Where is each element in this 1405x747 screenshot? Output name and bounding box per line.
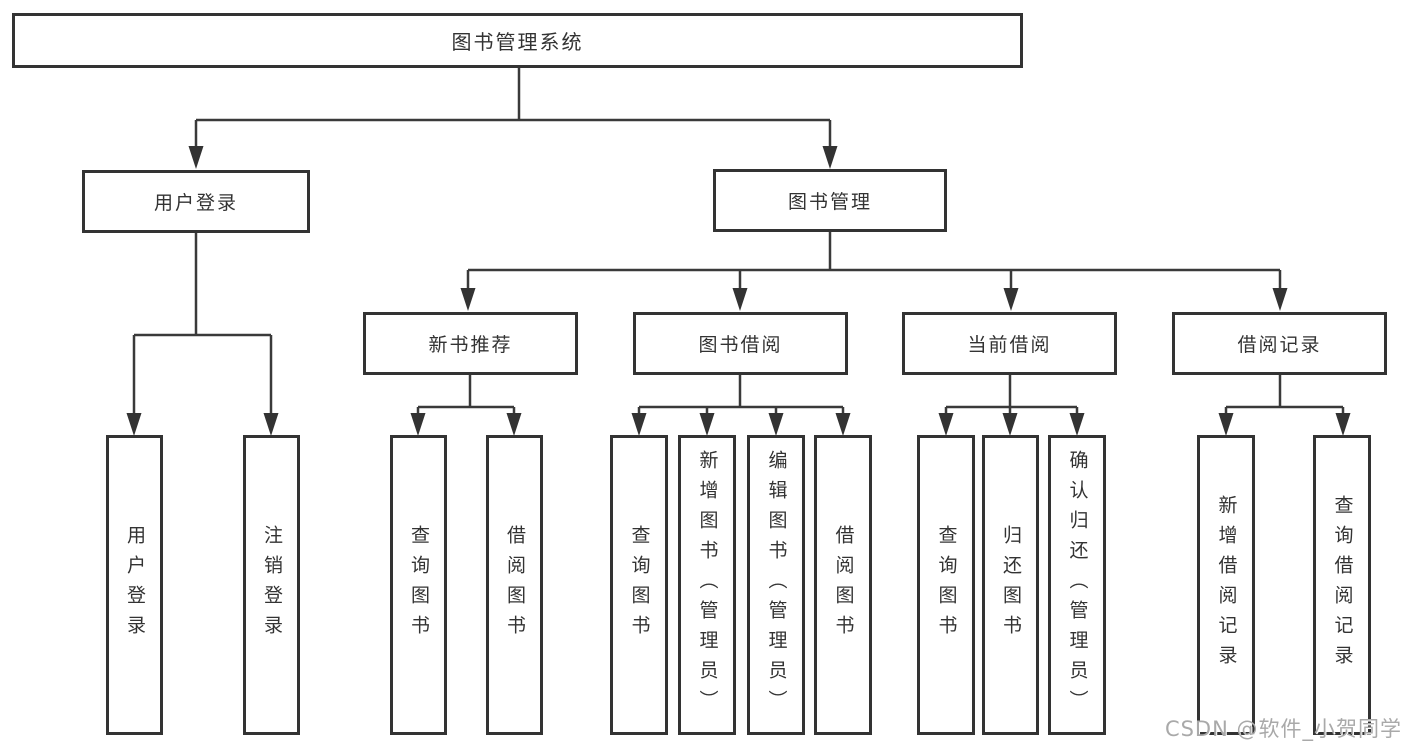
leaf-return-books: 归还图书 (982, 435, 1039, 735)
group-borrow-records: 借阅记录 (1172, 312, 1387, 375)
leaf-add-borrow-record-label: 新增借阅记录 (1215, 495, 1238, 675)
group-current-borrow: 当前借阅 (902, 312, 1117, 375)
node-root-label: 图书管理系统 (451, 30, 584, 54)
leaf-user-login-label: 用户登录 (124, 525, 146, 645)
leaf-logout: 注销登录 (243, 435, 300, 735)
leaf-logout-label: 注销登录 (261, 525, 283, 645)
leaf-recommend-borrow-books-label: 借阅图书 (504, 525, 526, 645)
leaf-borrow-books: 借阅图书 (814, 435, 872, 735)
branch-book-management-label: 图书管理 (787, 191, 872, 213)
branch-user-login: 用户登录 (82, 170, 310, 233)
leaf-query-borrow-record-label: 查询借阅记录 (1331, 495, 1354, 675)
leaf-confirm-return-admin-label: 确认归还（管理员） (1066, 450, 1089, 720)
csdn-watermark: CSDN @软件_小贺同学 (1164, 717, 1402, 741)
leaf-user-login: 用户登录 (106, 435, 163, 735)
leaf-add-book-admin: 新增图书（管理员） (678, 435, 736, 735)
leaf-edit-book-admin-label: 编辑图书（管理员） (765, 450, 788, 720)
leaf-add-book-admin-label: 新增图书（管理员） (696, 450, 719, 720)
leaf-recommend-query-books: 查询图书 (390, 435, 447, 735)
leaf-query-borrow-record: 查询借阅记录 (1313, 435, 1371, 735)
branch-user-login-label: 用户登录 (153, 192, 238, 214)
leaf-borrow-query-books: 查询图书 (610, 435, 668, 735)
group-borrow-records-label: 借阅记录 (1237, 334, 1322, 356)
group-new-book-recommend: 新书推荐 (363, 312, 578, 375)
leaf-recommend-query-books-label: 查询图书 (408, 525, 430, 645)
leaf-recommend-borrow-books: 借阅图书 (486, 435, 543, 735)
node-root-system: 图书管理系统 (12, 13, 1023, 68)
arrowhead-icons (126, 146, 1351, 436)
leaf-current-query-books: 查询图书 (917, 435, 975, 735)
leaf-return-books-label: 归还图书 (1000, 525, 1022, 645)
leaf-confirm-return-admin: 确认归还（管理员） (1048, 435, 1106, 735)
leaf-borrow-books-label: 借阅图书 (832, 525, 855, 645)
leaf-borrow-query-books-label: 查询图书 (628, 525, 651, 645)
leaf-add-borrow-record: 新增借阅记录 (1197, 435, 1255, 735)
leaf-current-query-books-label: 查询图书 (935, 525, 958, 645)
group-book-borrow: 图书借阅 (633, 312, 848, 375)
leaf-edit-book-admin: 编辑图书（管理员） (747, 435, 805, 735)
branch-book-management: 图书管理 (713, 169, 947, 232)
group-new-book-recommend-label: 新书推荐 (428, 334, 513, 356)
group-book-borrow-label: 图书借阅 (698, 334, 783, 356)
group-current-borrow-label: 当前借阅 (967, 334, 1052, 356)
